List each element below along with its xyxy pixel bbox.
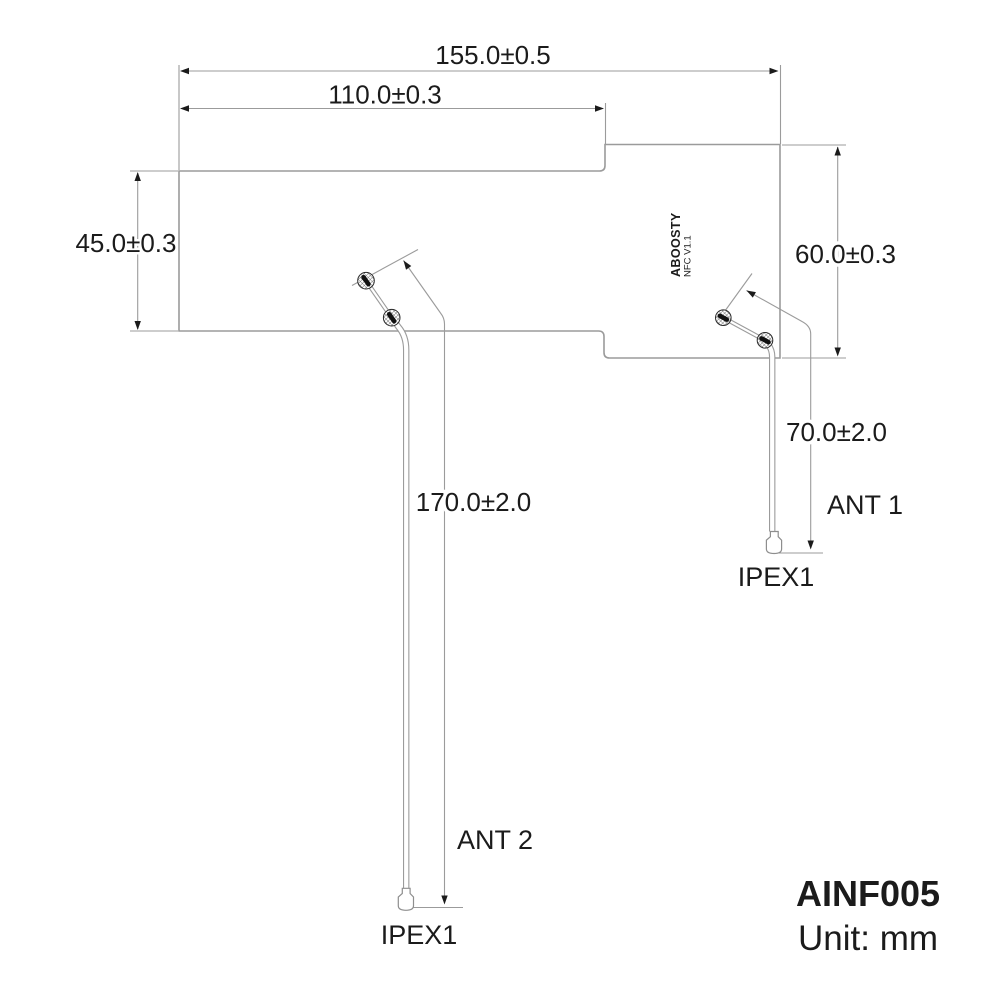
ipex-connector-ant2 bbox=[397, 887, 415, 911]
pad-bar bbox=[361, 274, 371, 287]
title-block: AINF005 Unit: mm bbox=[796, 873, 940, 958]
dim-ant2-cable-length-value: 170.0±2.0 bbox=[416, 487, 531, 517]
ant1-cable-core bbox=[763, 339, 775, 532]
pad-bar bbox=[386, 311, 397, 324]
dim-line-170 bbox=[403, 260, 446, 903]
dimension-lines bbox=[137, 70, 839, 903]
ant2-cable-core bbox=[390, 316, 409, 889]
silkscreen-brand: ABOOSTY bbox=[669, 212, 683, 277]
arrow-155-right-icon bbox=[769, 67, 779, 75]
ipex-connector-ant1 bbox=[765, 530, 783, 555]
ant2-assembly bbox=[364, 279, 410, 889]
arrow-110-right-icon bbox=[595, 105, 604, 112]
ant1-label: ANT 1 bbox=[827, 490, 903, 520]
dim-overall-width-value: 155.0±0.5 bbox=[435, 40, 550, 70]
dim-left-width-value: 110.0±0.3 bbox=[328, 80, 442, 110]
unit-label: Unit: mm bbox=[798, 919, 938, 958]
ant2-label: ANT 2 bbox=[457, 825, 533, 855]
part-labels: ANT 1 IPEX1 ANT 2 IPEX1 bbox=[381, 490, 903, 950]
ant2-pad-top bbox=[357, 271, 375, 290]
ant2-pad-bottom bbox=[382, 308, 401, 327]
arrow-170-top-icon bbox=[400, 258, 412, 270]
ant1-pad-top bbox=[715, 309, 732, 327]
arrow-45-top-icon bbox=[134, 172, 141, 181]
product-code: AINF005 bbox=[796, 873, 940, 914]
ipex1-label-ant2: IPEX1 bbox=[381, 920, 458, 950]
dim-left-height-value: 45.0±0.3 bbox=[75, 228, 176, 258]
pad-bar bbox=[717, 313, 730, 322]
ant2-cable bbox=[389, 315, 410, 889]
arrow-110-left-icon bbox=[180, 105, 189, 112]
pad-bar bbox=[759, 336, 771, 345]
arrow-60-top-icon bbox=[834, 146, 841, 156]
dim-ant1-cable-length-value: 70.0±2.0 bbox=[786, 417, 887, 447]
solder-pads bbox=[357, 271, 774, 349]
antenna-outline bbox=[178, 143, 781, 359]
arrow-60-bottom-icon bbox=[834, 347, 841, 357]
dim-line-70 bbox=[746, 290, 812, 547]
ant1-pad-bottom bbox=[756, 332, 774, 349]
silkscreen-model: NFC V1.1 bbox=[683, 235, 694, 277]
dimension-values: 155.0±0.5 110.0±0.3 45.0±0.3 60.0±0.3 17… bbox=[73, 40, 900, 521]
arrow-70-top-icon bbox=[744, 287, 756, 298]
ant1-assembly bbox=[722, 315, 776, 532]
pcb-silkscreen: ABOOSTY NFC V1.1 bbox=[669, 212, 694, 277]
dim-right-height-value: 60.0±0.3 bbox=[795, 239, 896, 269]
arrow-70-bottom-icon bbox=[807, 540, 814, 550]
arrow-155-left-icon bbox=[180, 67, 189, 75]
arrow-45-bottom-icon bbox=[134, 321, 141, 330]
arrow-170-bottom-icon bbox=[441, 895, 448, 905]
ipex1-label-ant1: IPEX1 bbox=[738, 562, 815, 592]
